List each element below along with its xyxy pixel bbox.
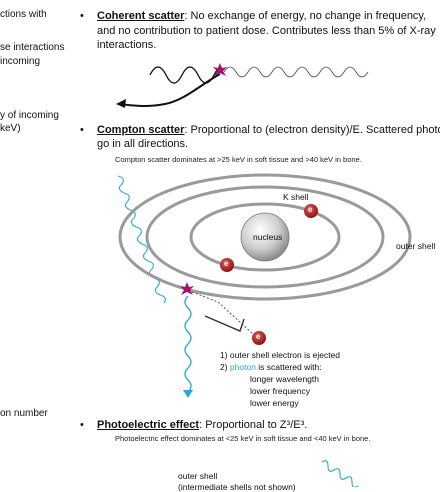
ejected-electron-path [191, 291, 254, 335]
photoelectric-line: Photoelectric effect: Proportional to Z³… [97, 418, 307, 433]
coherent-desc-2: and no contribution to patient dose. Con… [97, 25, 436, 37]
effect-frequency: lower frequency [250, 386, 311, 396]
coherent-scattered-wave [223, 66, 369, 78]
left-text-2: se interactions [0, 42, 65, 53]
compton-desc-1: : Proportional to (electron density)/E. … [184, 124, 440, 136]
outer-shell-label: outer shell [396, 241, 436, 251]
compton-scattered-photon [184, 295, 192, 393]
scattered-photon-arrow-head [183, 390, 193, 398]
nucleus-sphere [240, 212, 290, 262]
photoelectric-note: Photoelectric effect dominates at <25 ke… [115, 434, 371, 443]
photoelectric-term: Photoelectric effect [97, 419, 200, 431]
bullet-compton: • [80, 124, 84, 136]
coherent-desc-1: : No exchange of energy, no change in fr… [184, 10, 427, 22]
nucleus-label: nucleus [253, 232, 283, 242]
coherent-impact-icon [213, 63, 227, 76]
left-text-6: on number [0, 408, 48, 419]
coherent-arrow-head [116, 99, 126, 108]
step-2-photon: photon [229, 362, 256, 372]
compton-note: Compton scatter dominates at >25 keV in … [115, 155, 362, 164]
electron-label-3: e [256, 332, 261, 341]
compton-incoming-photon [117, 175, 166, 304]
compton-impact-icon [180, 282, 194, 295]
electron-label-1: e [308, 205, 313, 214]
coherent-term: Coherent scatter [97, 10, 185, 22]
left-text-4: y of incoming [0, 110, 59, 121]
k-shell-label: K shell [283, 192, 309, 202]
step-1-text: 1) outer shell electron is ejected [220, 350, 341, 360]
outer-shell-ring-2 [145, 185, 385, 289]
bottom-outer-shell-label: outer shell [178, 471, 218, 481]
bullet-photoelectric: • [80, 419, 84, 431]
photoelectric-incoming-photon [321, 460, 359, 487]
k-shell-ring [189, 202, 341, 272]
photoelectric-desc: : Proportional to Z³/E³. [199, 419, 308, 431]
bottom-intermediate-label: (intermediate shells not shown) [178, 482, 296, 492]
effect-wavelength: longer wavelength [250, 374, 319, 384]
ejection-direction-line [204, 315, 245, 332]
left-text-5: keV) [0, 123, 21, 134]
step-2-text: 2) photon is scattered with: [220, 362, 322, 372]
left-text-1: ctions with [0, 9, 47, 20]
left-text-3: incoming [0, 56, 41, 67]
outer-shell-ring-3 [118, 173, 412, 301]
compton-desc-2: go in all directions. [97, 138, 189, 150]
electron-k-shell [304, 204, 318, 218]
electron-label-2: e [224, 259, 229, 268]
step-2-prefix: 2) [220, 362, 230, 372]
coherent-desc-3: interactions. [97, 39, 157, 51]
step-2-suffix: is scattered with: [255, 362, 322, 372]
compton-term: Compton scatter [97, 124, 185, 136]
bullet-coherent: • [80, 10, 84, 22]
electron-outer-shell [220, 258, 234, 272]
coherent-arrow-curve [117, 73, 221, 108]
compton-line1: Compton scatter: Proportional to (electr… [97, 123, 440, 138]
coherent-incoming-wave [149, 66, 221, 84]
effect-energy: lower energy [250, 398, 299, 408]
coherent-line1: Coherent scatter: No exchange of energy,… [97, 9, 426, 24]
electron-ejected [252, 331, 266, 345]
